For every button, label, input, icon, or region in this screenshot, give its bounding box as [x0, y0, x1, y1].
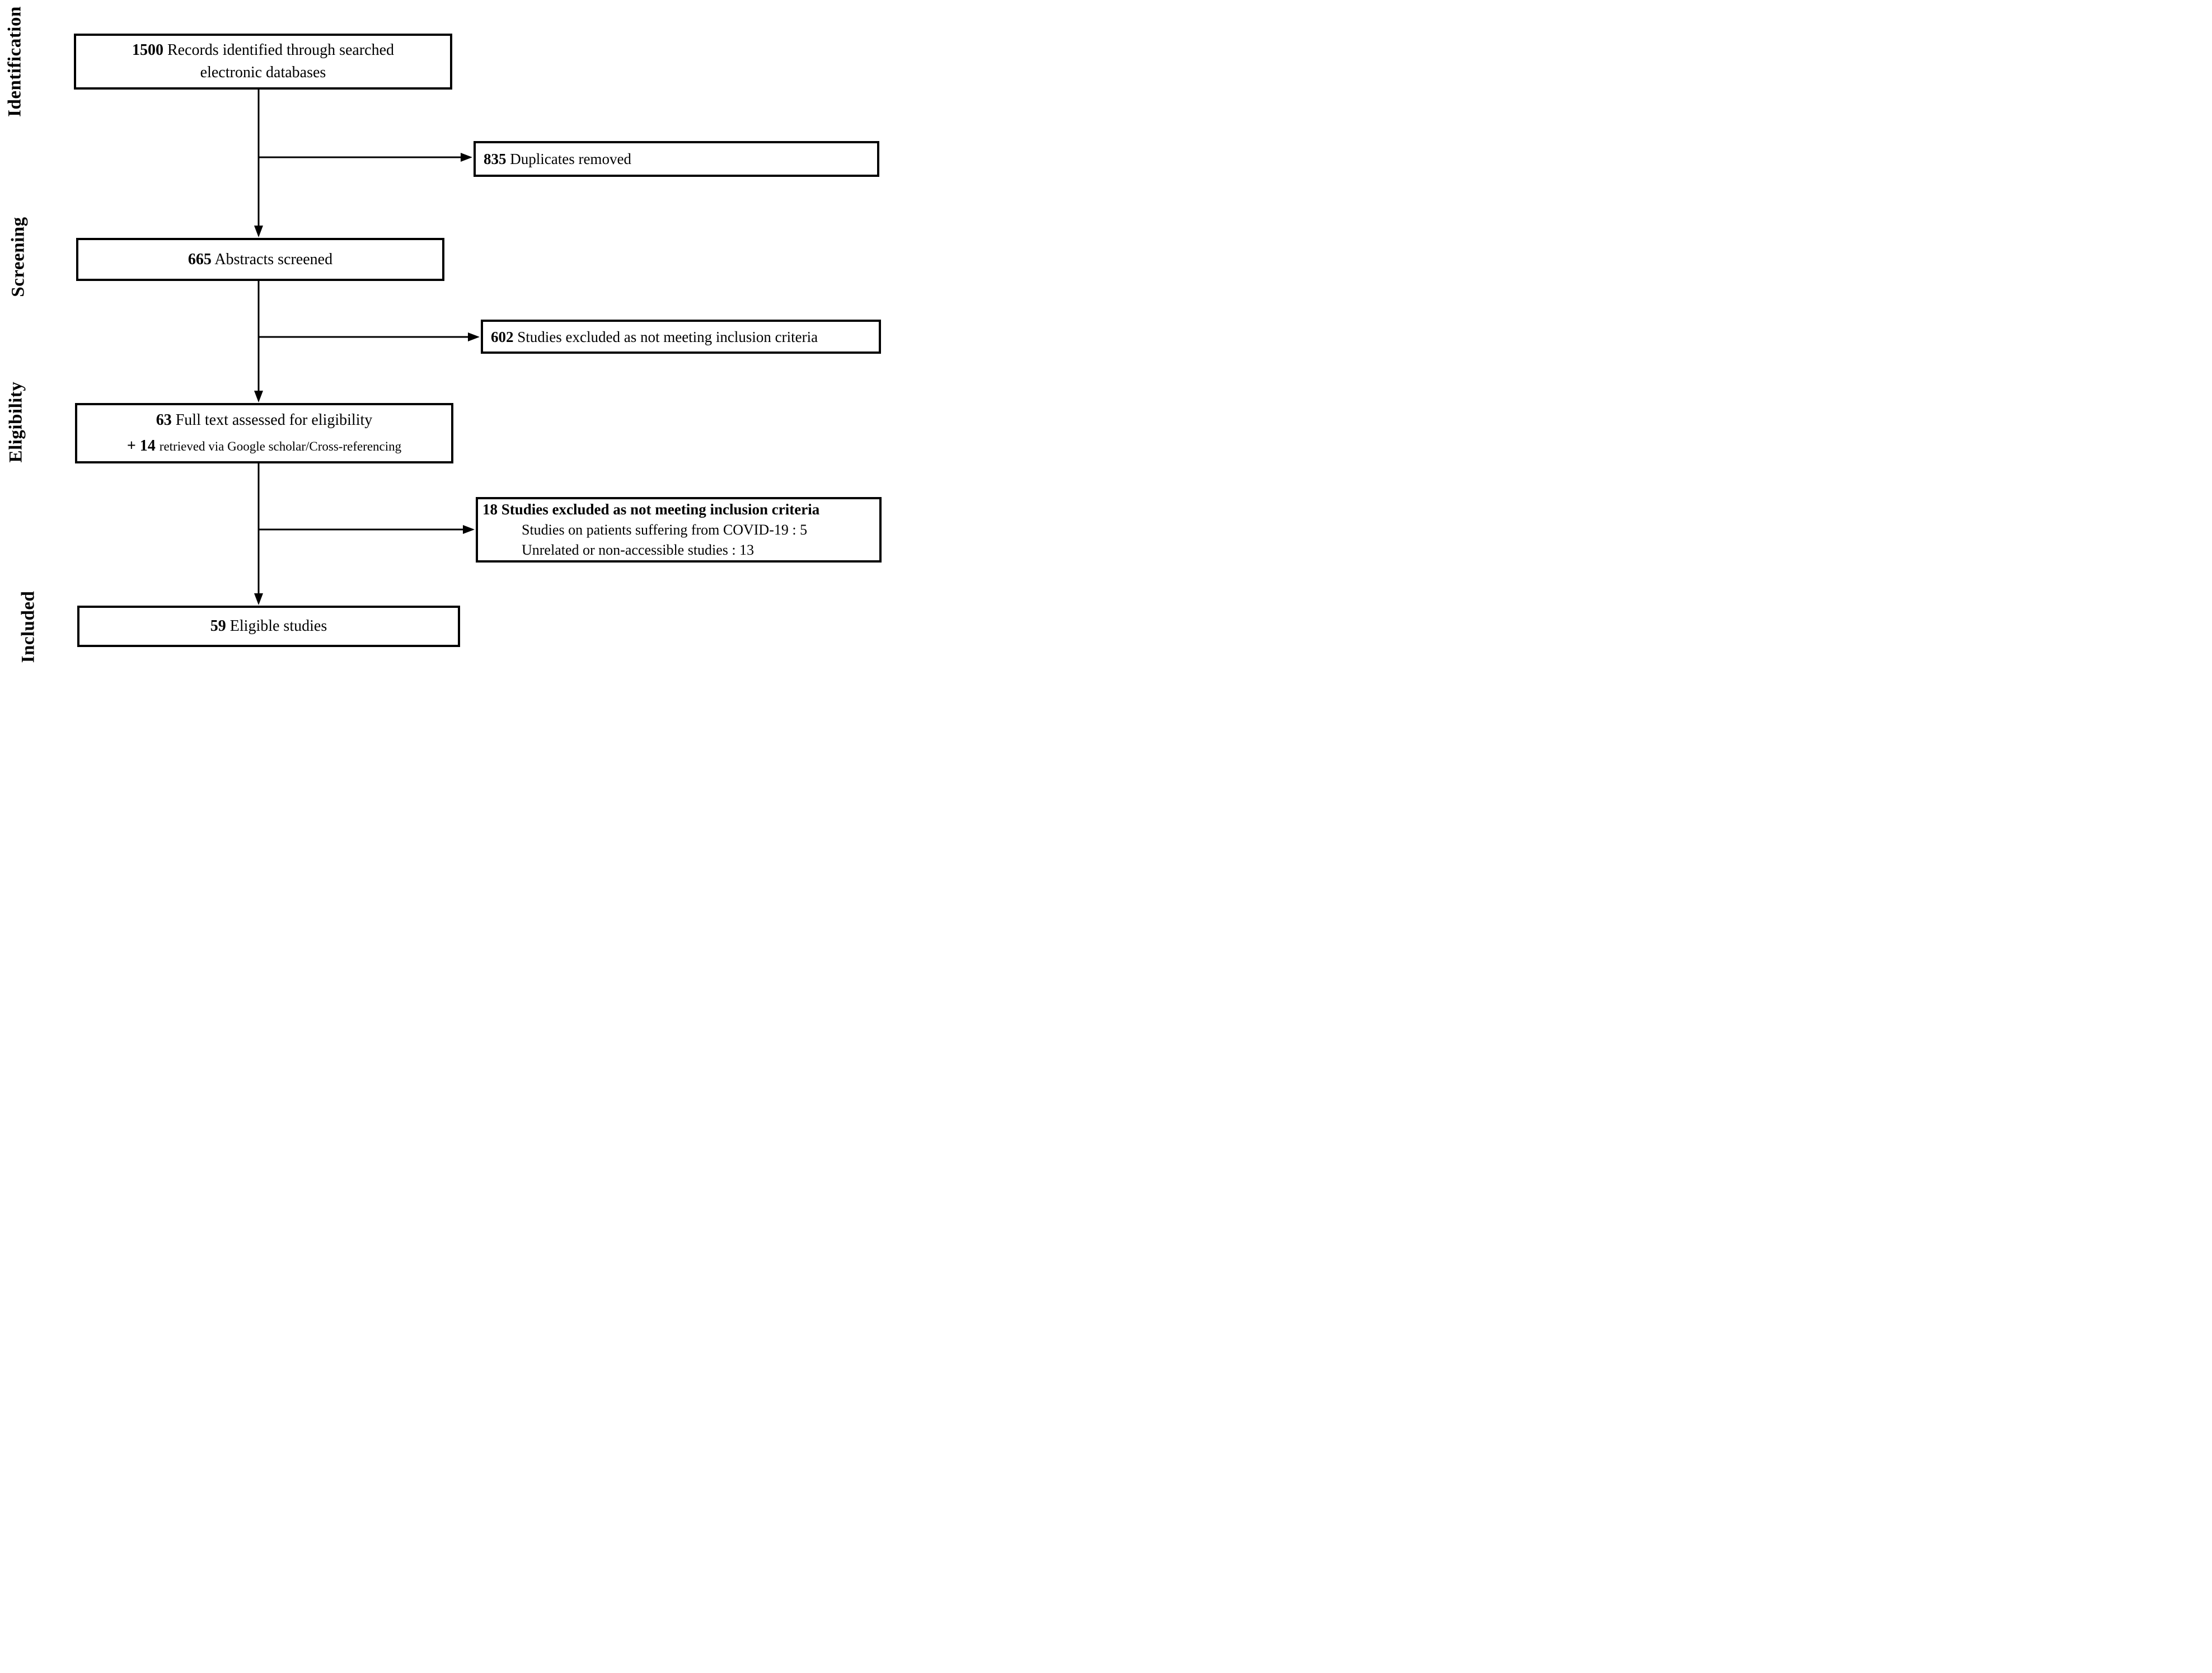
box-excluded-screening: 602 Studies excluded as not meeting incl…	[481, 320, 881, 354]
records-identified-text: Records identified through searched	[167, 41, 395, 59]
excluded-screening-line: 602 Studies excluded as not meeting incl…	[491, 327, 879, 346]
eligible-studies-text: Eligible studies	[229, 617, 327, 635]
stage-label-included: Included	[18, 591, 39, 663]
fulltext-count2: + 14	[126, 437, 156, 454]
excluded-eligibility-reason-unrelated: Unrelated or non-accessible studies : 13	[522, 542, 754, 558]
arrowhead-right-2	[468, 332, 480, 341]
box-records-identified: 1500 Records identified through searched…	[74, 34, 452, 90]
box-eligible-studies: 59 Eligible studies	[77, 606, 460, 647]
arrowhead-down-2	[254, 391, 263, 402]
arrowhead-down-3	[254, 593, 263, 605]
abstracts-screened-line: 665 Abstracts screened	[188, 249, 332, 271]
eligible-studies-line: 59 Eligible studies	[210, 615, 327, 638]
duplicates-removed-count: 835	[484, 151, 507, 167]
fulltext-count: 63	[156, 411, 172, 429]
fulltext-text2: retrieved via Google scholar/Cross-refer…	[159, 439, 402, 453]
arrowhead-right-3	[463, 525, 475, 534]
records-identified-line1: 1500 Records identified through searched	[132, 39, 394, 62]
excluded-eligibility-heading: 18 Studies excluded as not meeting inclu…	[482, 501, 820, 518]
excluded-screening-text: Studies excluded as not meeting inclusio…	[517, 328, 818, 345]
duplicates-removed-text: Duplicates removed	[510, 151, 631, 167]
records-identified-count: 1500	[132, 41, 163, 59]
fulltext-line1: 63 Full text assessed for eligibility	[156, 407, 373, 433]
stage-label-screening: Screening	[8, 217, 29, 297]
arrowhead-right-1	[461, 153, 472, 162]
box-fulltext-assessed: 63 Full text assessed for eligibility + …	[75, 403, 453, 463]
excluded-screening-count: 602	[491, 328, 514, 345]
eligible-studies-count: 59	[210, 617, 226, 635]
box-excluded-eligibility: 18 Studies excluded as not meeting inclu…	[476, 497, 882, 563]
fulltext-line2: + 14 retrieved via Google scholar/Cross-…	[127, 433, 401, 460]
stage-label-identification: Identification	[4, 6, 25, 117]
prisma-flow-diagram: Identification Screening Eligibility Inc…	[0, 0, 884, 669]
stage-label-eligibility: Eligibility	[6, 381, 26, 463]
box-abstracts-screened: 665 Abstracts screened	[76, 238, 444, 281]
excluded-eligibility-reason-covid: Studies on patients suffering from COVID…	[522, 522, 808, 538]
records-identified-line2: electronic databases	[200, 64, 326, 81]
abstracts-screened-text: Abstracts screened	[214, 250, 333, 268]
arrowhead-down-1	[254, 226, 263, 237]
flow-connectors	[254, 90, 480, 605]
abstracts-screened-count: 665	[188, 250, 212, 268]
fulltext-text: Full text assessed for eligibility	[175, 411, 373, 429]
duplicates-removed-line: 835 Duplicates removed	[484, 149, 877, 168]
box-duplicates-removed: 835 Duplicates removed	[474, 141, 879, 177]
